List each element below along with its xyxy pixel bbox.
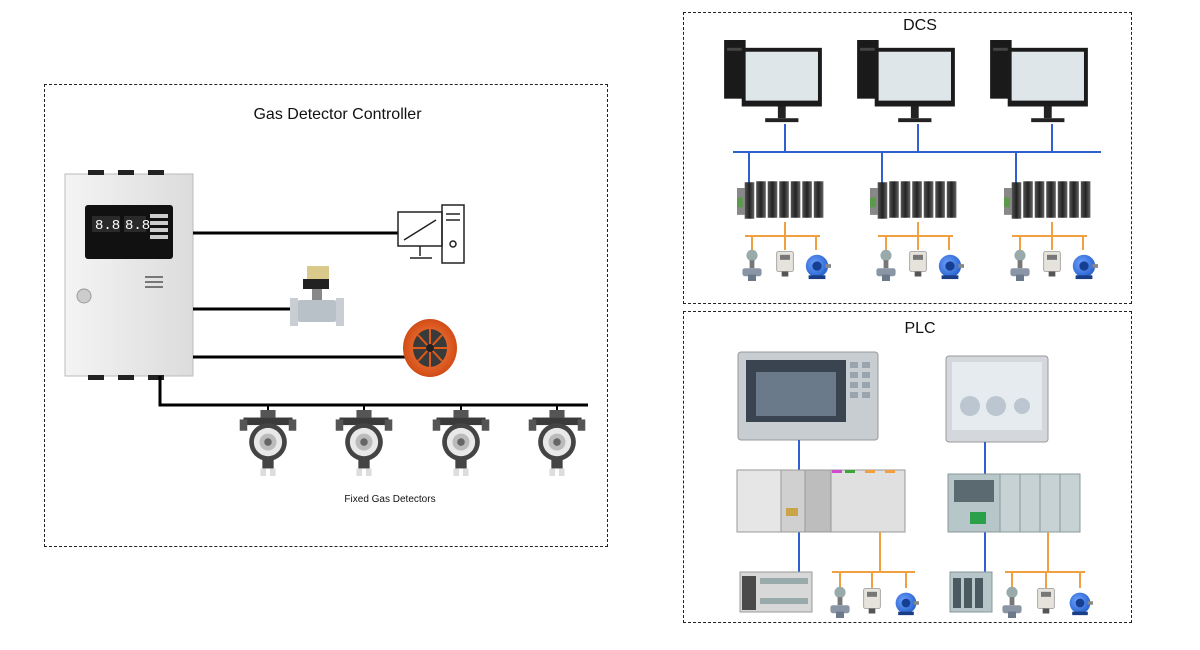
plc-rack-right: [947, 473, 1081, 533]
plc-panel-title: PLC: [904, 320, 936, 337]
computer-icon: [397, 204, 465, 264]
plc-hmi-panel-right: [945, 355, 1049, 443]
controller-display-right: 8.8: [125, 218, 150, 234]
dcs-controller-rack-3: [1004, 181, 1091, 219]
dcs-field-devices: [742, 249, 1098, 281]
dcs-network: [733, 124, 1101, 187]
solenoid-valve-icon: [290, 266, 344, 326]
gas-detector-1: [239, 405, 297, 476]
fixed-gas-detectors-label: Fixed Gas Detectors: [344, 494, 436, 505]
dcs-controller-rack-1: [737, 181, 824, 219]
plc-hmi-panel-left: [737, 351, 879, 441]
dcs-panel-title: DCS: [903, 17, 937, 34]
dcs-panel: [683, 12, 1132, 304]
controller-display-left: 8.8: [95, 218, 120, 234]
plc-rack-left: [736, 469, 906, 533]
gas-detector-controller-panel: [44, 84, 608, 547]
dcs-field-bus: [745, 222, 1087, 250]
plc-panel: [683, 311, 1132, 623]
plc-field-bus: [832, 532, 1085, 588]
plc-network: [798, 440, 986, 572]
dcs-workstation-1: [724, 40, 822, 123]
dcs-workstation-2: [857, 40, 955, 123]
axial-fan-icon: [403, 319, 457, 377]
dcs-workstation-3: [990, 40, 1088, 123]
gas-panel-title: Gas Detector Controller: [253, 106, 422, 123]
controller-cabinet: [64, 170, 194, 380]
gas-detector-2: [335, 405, 393, 476]
dcs-controller-rack-2: [870, 181, 957, 219]
gas-detector-4: [528, 405, 586, 476]
plc-remote-io-left: [739, 571, 813, 613]
gas-detector-3: [432, 405, 490, 476]
plc-remote-io-right: [949, 571, 993, 613]
controller-cables: [158, 231, 588, 407]
